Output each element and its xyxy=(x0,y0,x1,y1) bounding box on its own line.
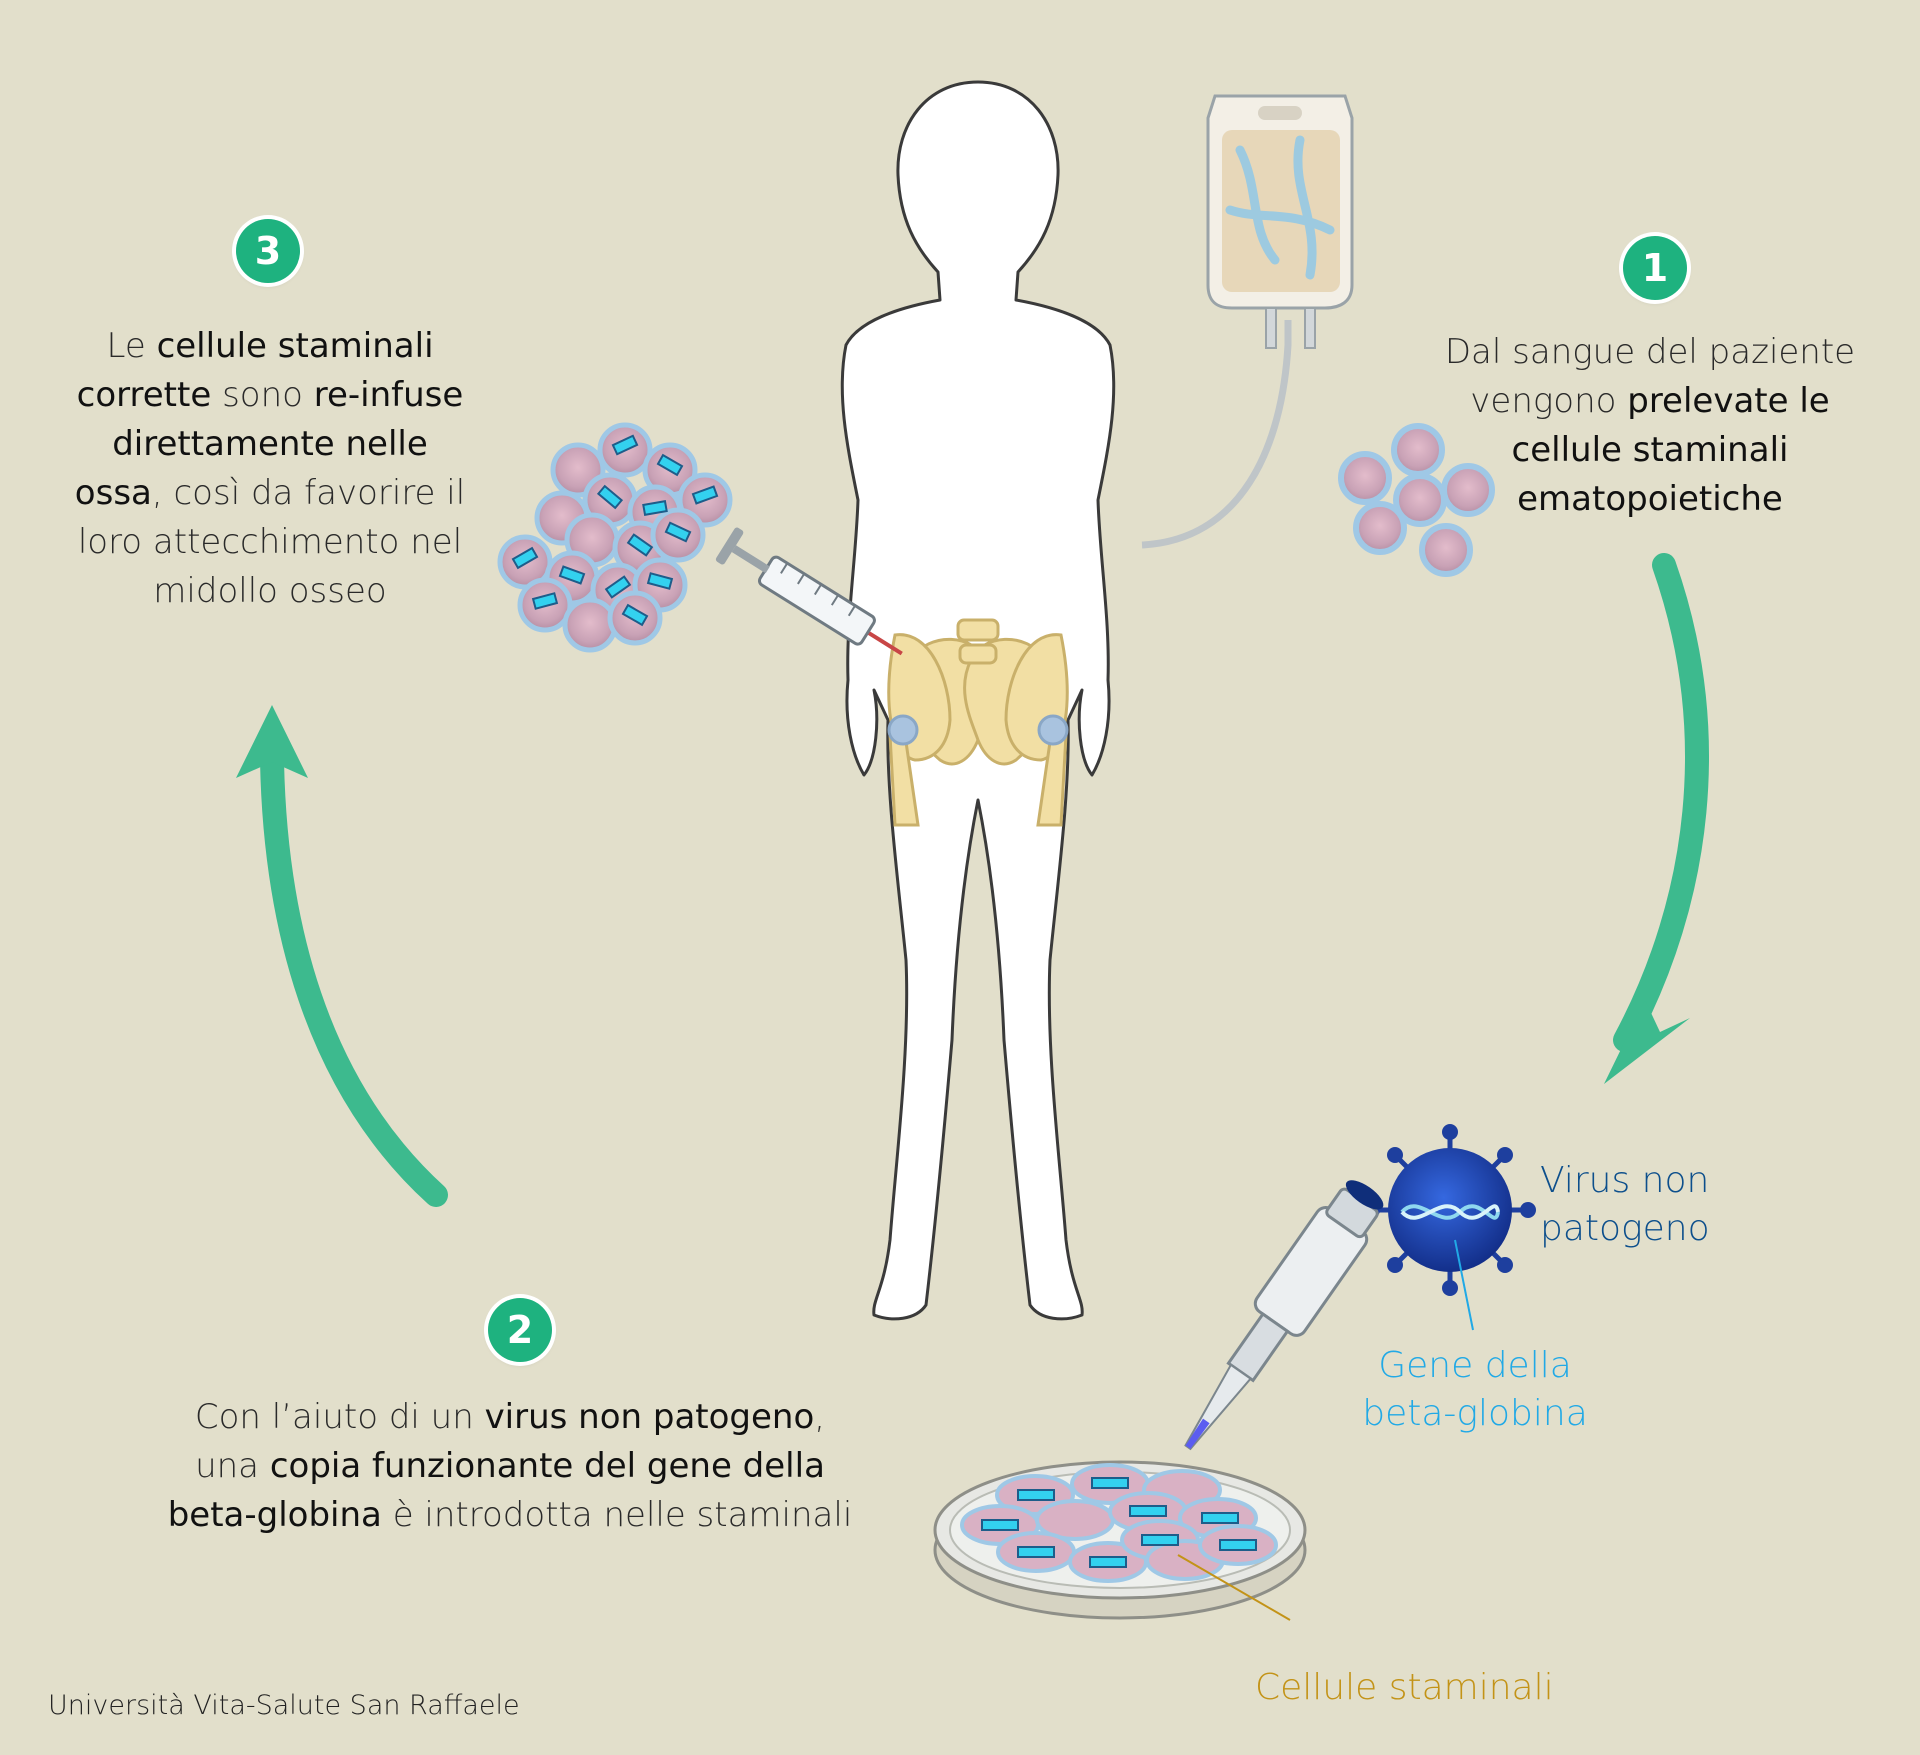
virus-label: Virus non patogeno xyxy=(1540,1160,1710,1249)
step-2-text: Con l’aiuto di un virus non patogeno, un… xyxy=(160,1393,860,1540)
cells-leader-line xyxy=(1177,1554,1291,1621)
iv-bag-icon xyxy=(1141,94,1354,549)
step-3-text-part-1: cellule staminali corrette xyxy=(76,326,434,415)
pelvis-bones-icon xyxy=(887,618,1069,827)
step-3-text-part-3: re-infuse direttamente nelle ossa xyxy=(74,375,464,513)
pipette-icon xyxy=(1184,1180,1384,1451)
gene-label: Gene della beta-globina xyxy=(1362,1345,1588,1434)
step-2-text-part-4: è introdotta nelle staminali xyxy=(381,1495,853,1535)
step-3-text: Le cellule staminali corrette sono re-in… xyxy=(70,322,470,616)
step-2-text-part-1: virus non patogeno xyxy=(484,1397,815,1437)
step-3-text-part-0: Le xyxy=(106,326,157,366)
corrected-cells-icon xyxy=(497,422,733,653)
arrow-step1-to-step2 xyxy=(1604,553,1709,1084)
step-1-badge: 1 xyxy=(1623,236,1687,300)
syringe-icon xyxy=(715,527,903,656)
step-3-text-part-2: sono xyxy=(211,375,314,415)
step-1-text-part-0: Dal sangue del paziente vengono xyxy=(1444,332,1856,421)
step-2-text-part-0: Con l’aiuto di un xyxy=(194,1397,485,1437)
step-2-text-part-3: copia funzionante del gene della beta-gl… xyxy=(167,1446,825,1535)
cells-label: Cellule staminali xyxy=(1255,1667,1554,1708)
gene-leader-line xyxy=(1454,1239,1474,1331)
step-3-badge: 3 xyxy=(236,219,300,283)
stem-cells-icon xyxy=(1338,423,1495,577)
credit-text: Università Vita-Salute San Raffaele xyxy=(48,1690,520,1721)
step-2-text-part-2: , una xyxy=(195,1397,826,1486)
arrow-step2-to-step3 xyxy=(236,705,448,1207)
step-2-badge: 2 xyxy=(488,1298,552,1362)
step-1-text: Dal sangue del paziente vengono prelevat… xyxy=(1440,328,1860,524)
step-1-text-part-1: prelevate le cellule staminali ematopoie… xyxy=(1511,381,1830,519)
petri-dish-icon xyxy=(933,1460,1307,1620)
virus-icon xyxy=(1364,1124,1536,1296)
step-3-text-part-4: , così da favorire il loro attecchimento… xyxy=(77,473,466,611)
